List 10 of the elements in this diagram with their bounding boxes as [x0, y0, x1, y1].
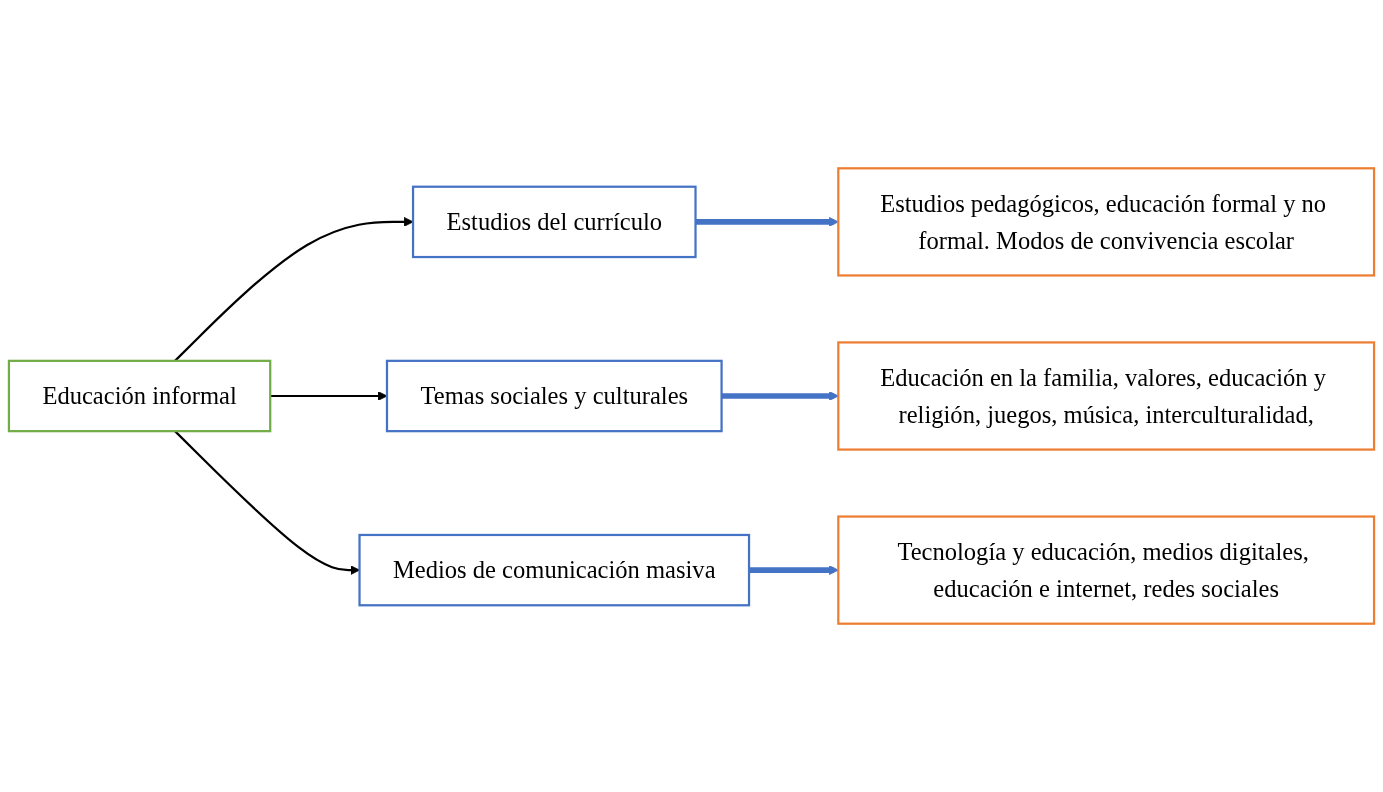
arrow [749, 565, 839, 576]
node-box: Estudios pedagógicos, educación formal y no formal. Modos de convivencia escolar [837, 167, 1376, 277]
node-box: Tecnología y educación, medios digitales, educación e internet, redes sociales [837, 515, 1376, 625]
node-box: Medios de comunicación masiva [358, 533, 751, 607]
node-box: Temas sociales y culturales [385, 359, 723, 433]
node-box: Educación en la familia, valores, educación y religión, juegos, música, interculturalidad, [837, 341, 1376, 451]
arrow [721, 391, 839, 401]
node-box: Estudios del currículo [411, 185, 697, 259]
arrow [695, 216, 839, 227]
node-box: Educación informal [7, 359, 272, 433]
